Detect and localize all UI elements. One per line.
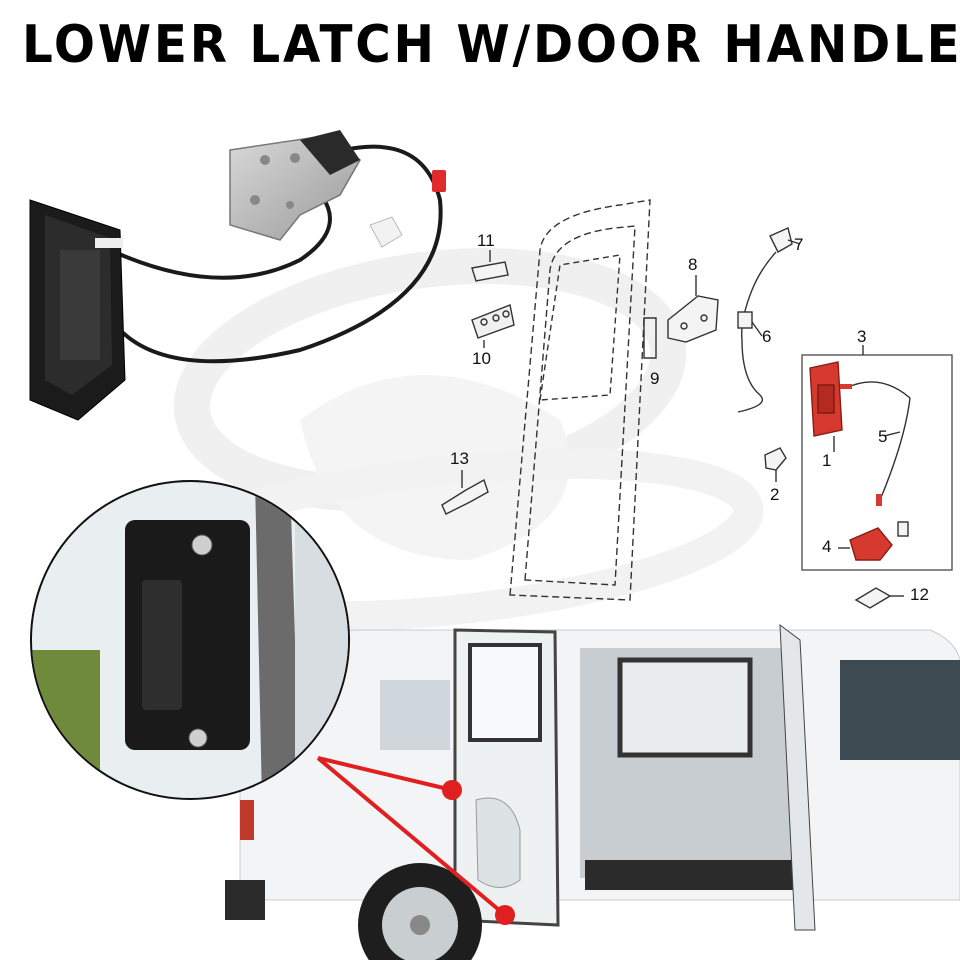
callout-6: 6	[762, 327, 772, 346]
callout-11: 11	[477, 231, 495, 250]
parts-diagram	[441, 199, 953, 609]
page-title: LOWER LATCH W/DOOR HANDLE	[22, 15, 960, 75]
callout-9: 9	[650, 369, 660, 388]
callout-4: 4	[822, 537, 832, 556]
callout-13: 13	[450, 449, 469, 468]
callout-1: 1	[822, 451, 832, 470]
pointer-lines	[316, 756, 515, 925]
callout-3: 3	[857, 327, 867, 346]
latch-assembly-photo	[29, 130, 446, 421]
callout-10: 10	[472, 349, 491, 368]
callout-12: 12	[910, 585, 929, 604]
callout-5: 5	[878, 427, 888, 446]
pointer-dot-icon	[442, 780, 462, 800]
van-photo	[225, 623, 960, 960]
pointer-dot-icon	[495, 905, 515, 925]
callout-2: 2	[770, 485, 780, 504]
callout-8: 8	[688, 255, 698, 274]
callout-7: 7	[794, 235, 804, 254]
